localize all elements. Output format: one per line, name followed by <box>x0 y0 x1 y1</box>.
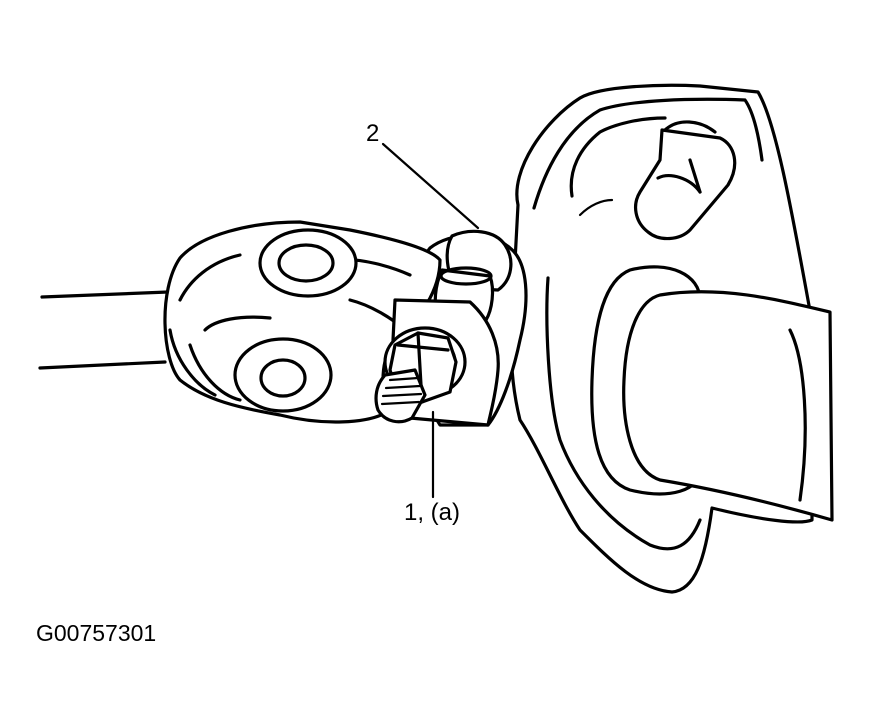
yoke-eye-upper <box>258 228 358 298</box>
callout-label-1a: 1, (a) <box>404 499 461 526</box>
intermediate-shaft <box>38 290 170 370</box>
leader-lines <box>381 142 480 499</box>
column-tube <box>590 265 834 522</box>
callout-label-2: 2 <box>366 120 380 147</box>
figure-id: G00757301 <box>36 620 157 646</box>
yoke-eye-lower <box>233 337 333 413</box>
bracket-stud <box>633 120 737 241</box>
bolt-thread-end <box>374 368 427 424</box>
